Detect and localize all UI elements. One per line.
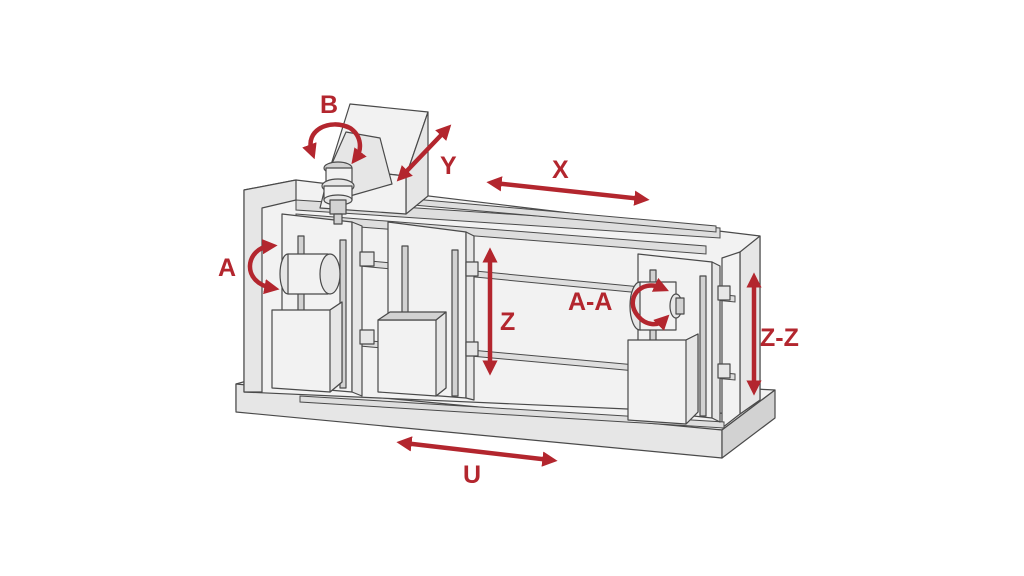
aa-rotation-arrow xyxy=(630,277,670,331)
x-axis-label: X xyxy=(552,156,569,184)
x-axis-arrow xyxy=(486,176,650,206)
b-axis-label: B xyxy=(320,91,338,119)
b-rotation-arrow xyxy=(302,122,367,165)
u-axis-arrow xyxy=(396,436,558,467)
u-axis-label: U xyxy=(463,461,481,489)
zz-axis-label: Z-Z xyxy=(760,324,799,352)
a-axis-label: A xyxy=(218,254,236,282)
y-axis-arrow xyxy=(396,124,452,182)
right-head-unit xyxy=(627,253,731,425)
aa-axis-label: A-A xyxy=(568,288,612,316)
y-axis-label: Y xyxy=(440,152,457,180)
left-head-unit xyxy=(271,213,375,397)
axis-labels: B Y X A Z A-A Z-Z U xyxy=(218,91,799,489)
machine-body xyxy=(235,103,776,459)
a-rotation-arrow xyxy=(247,239,280,295)
z-axis-label: Z xyxy=(500,308,515,336)
axis-arrows xyxy=(247,122,762,467)
middle-head-unit xyxy=(377,221,479,401)
